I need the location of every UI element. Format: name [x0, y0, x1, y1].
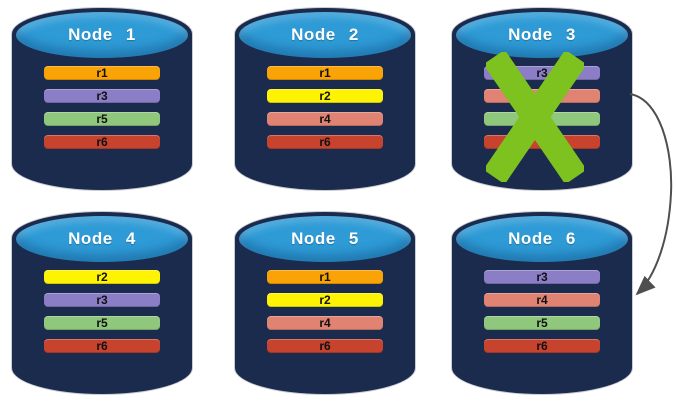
- node-2-cylinder: Node 2 r1 r2 r4 r6: [235, 8, 415, 190]
- node-title: Node 3: [508, 25, 576, 44]
- replica-row: r2: [44, 270, 160, 284]
- replica-label: r4: [536, 293, 548, 307]
- node-6-cylinder: Node 6 r3 r4 r5 r6: [452, 212, 632, 394]
- replica-row: r3: [44, 89, 160, 103]
- replica-row: r6: [267, 135, 383, 149]
- replica-label: r3: [536, 270, 548, 284]
- replica-rows: r3 r4 r5 r6: [484, 270, 600, 362]
- replica-row: r4: [267, 112, 383, 126]
- replica-label: r6: [96, 135, 108, 149]
- replica-row: r6: [267, 339, 383, 353]
- replica-label: r6: [536, 339, 548, 353]
- replica-label: r2: [96, 270, 108, 284]
- replica-label: r1: [319, 270, 331, 284]
- cylinder-top-ellipse: Node 1: [16, 12, 188, 58]
- replica-row: r1: [267, 270, 383, 284]
- replica-row: r2: [267, 293, 383, 307]
- replica-row: r5: [44, 112, 160, 126]
- replica-rows: r1 r3 r5 r6: [44, 66, 160, 158]
- replica-row: r1: [44, 66, 160, 80]
- replica-row: r3: [484, 66, 600, 80]
- replica-row: r6: [44, 135, 160, 149]
- node-4-cylinder: Node 4 r2 r3 r5 r6: [12, 212, 192, 394]
- replica-rows: r1 r2 r4 r6: [267, 66, 383, 158]
- replica-row: r4: [484, 293, 600, 307]
- replica-row: r3: [44, 293, 160, 307]
- node-title: Node 5: [291, 229, 359, 248]
- replica-rows: r3: [484, 66, 600, 158]
- replica-label: r2: [319, 293, 331, 307]
- node-title: Node 1: [68, 25, 136, 44]
- replica-rows: r1 r2 r4 r6: [267, 270, 383, 362]
- replica-row: [484, 112, 600, 126]
- replica-label: r5: [96, 316, 108, 330]
- replica-row: r6: [484, 339, 600, 353]
- replica-label: r2: [319, 89, 331, 103]
- replica-label: r1: [96, 66, 108, 80]
- replica-label: r5: [96, 112, 108, 126]
- cylinder-top-ellipse: Node 2: [239, 12, 411, 58]
- replica-label: r6: [319, 339, 331, 353]
- cylinder-top-ellipse: Node 4: [16, 216, 188, 262]
- replica-row: r4: [267, 316, 383, 330]
- replica-label: r1: [319, 66, 331, 80]
- replica-row: r6: [44, 339, 160, 353]
- node-title: Node 6: [508, 229, 576, 248]
- cylinder-top-ellipse: Node 3: [456, 12, 628, 58]
- node-title: Node 2: [291, 25, 359, 44]
- node-3-cylinder: Node 3 r3: [452, 8, 632, 190]
- node-1-cylinder: Node 1 r1 r3 r5 r6: [12, 8, 192, 190]
- replica-label: r6: [96, 339, 108, 353]
- replica-row: r5: [484, 316, 600, 330]
- replica-label: r4: [319, 316, 331, 330]
- replica-rows: r2 r3 r5 r6: [44, 270, 160, 362]
- cylinder-top-ellipse: Node 6: [456, 216, 628, 262]
- node-title: Node 4: [68, 229, 136, 248]
- cylinder-top-ellipse: Node 5: [239, 216, 411, 262]
- replica-row: r2: [267, 89, 383, 103]
- replica-label: r5: [536, 316, 548, 330]
- replica-label: r6: [319, 135, 331, 149]
- replica-row: r1: [267, 66, 383, 80]
- replica-label: r3: [96, 293, 108, 307]
- replica-row: [484, 89, 600, 103]
- replica-row: r3: [484, 270, 600, 284]
- replica-row: r5: [44, 316, 160, 330]
- replica-label: r3: [536, 66, 548, 80]
- replica-row: [484, 135, 600, 149]
- replica-label: r3: [96, 89, 108, 103]
- replica-label: r4: [319, 112, 331, 126]
- node-5-cylinder: Node 5 r1 r2 r4 r6: [235, 212, 415, 394]
